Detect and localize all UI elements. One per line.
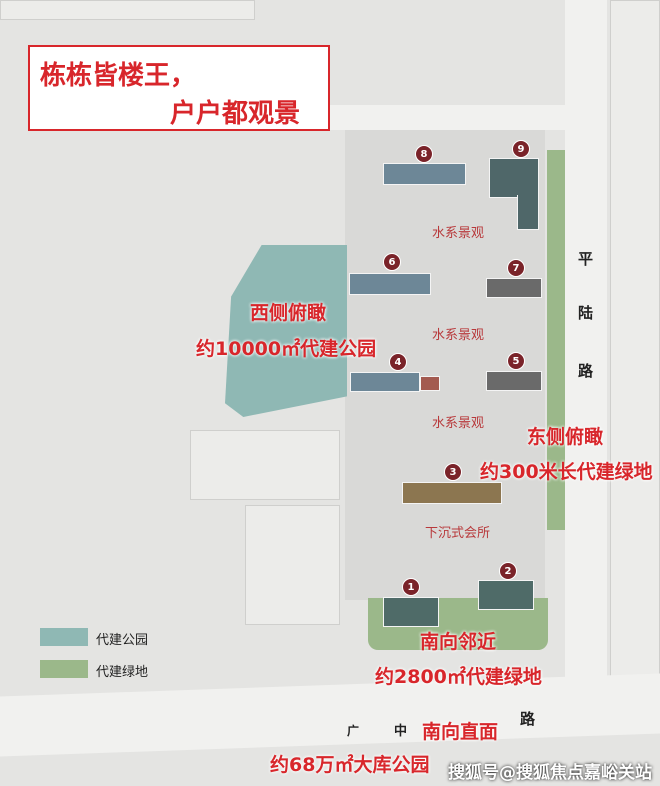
road-north <box>300 105 565 130</box>
water-landscape-label: 水系景观 <box>432 226 485 241</box>
building-4 <box>350 372 420 392</box>
title-line1: 栋栋皆楼王， <box>40 61 197 91</box>
building-tag-7: 7 <box>507 259 525 277</box>
park-area <box>225 245 347 417</box>
clubhouse-label: 下沉式会所 <box>425 526 491 541</box>
callout-west-detail: 约10000㎡代建公园 <box>196 338 377 360</box>
callout-south-detail: 约2800㎡代建绿地 <box>375 666 542 688</box>
callout-south-title-2: 南向直面 <box>422 721 499 743</box>
building-tag-8: 8 <box>415 145 433 163</box>
building-8 <box>383 163 466 185</box>
building-4-annex <box>420 376 440 391</box>
road-name-char: 中 <box>394 724 408 739</box>
road-name-char: 平 <box>578 250 594 268</box>
green-strip-east <box>547 150 565 530</box>
building-3 <box>402 482 502 504</box>
road-name-char: 陆 <box>578 304 594 322</box>
legend-label-park: 代建公园 <box>96 633 149 648</box>
callout-west-title: 西侧俯瞰 <box>250 302 327 324</box>
water-landscape-label: 水系景观 <box>432 416 485 431</box>
road-name-char: 路 <box>578 362 594 380</box>
callout-east-title: 东侧俯瞰 <box>527 426 604 448</box>
road-name-char: 路 <box>520 710 536 728</box>
map-block <box>0 0 255 20</box>
building-5 <box>486 371 542 391</box>
building-9 <box>489 158 539 198</box>
building-2 <box>478 580 534 610</box>
callout-south-detail-2: 约68万㎡大库公园 <box>270 754 430 776</box>
building-tag-1: 1 <box>402 578 420 596</box>
building-6 <box>349 273 431 295</box>
map-block <box>245 505 340 625</box>
watermark: 搜狐号@搜狐焦点嘉峪关站 <box>448 763 652 783</box>
legend-label-green: 代建绿地 <box>96 665 149 680</box>
title-box: 栋栋皆楼王， 户户都观景 <box>28 45 330 131</box>
title-line2: 户户都观景 <box>170 99 301 129</box>
building-1 <box>383 597 439 627</box>
building-tag-2: 2 <box>499 562 517 580</box>
callout-east-detail: 约300米长代建绿地 <box>480 461 653 483</box>
legend-swatch-green <box>40 660 88 678</box>
building-9-wing <box>517 195 539 230</box>
building-7 <box>486 278 542 298</box>
building-tag-5: 5 <box>507 352 525 370</box>
road-east <box>565 0 607 700</box>
map-block <box>190 430 340 500</box>
building-tag-6: 6 <box>383 253 401 271</box>
building-tag-9: 9 <box>512 140 530 158</box>
legend-swatch-park <box>40 628 88 646</box>
building-tag-4: 4 <box>389 353 407 371</box>
road-name-char: 广 <box>347 724 360 738</box>
building-tag-3: 3 <box>444 463 462 481</box>
water-landscape-label: 水系景观 <box>432 328 485 343</box>
map-block <box>610 0 660 690</box>
callout-south-title: 南向邻近 <box>420 631 497 653</box>
road-south <box>0 673 660 757</box>
